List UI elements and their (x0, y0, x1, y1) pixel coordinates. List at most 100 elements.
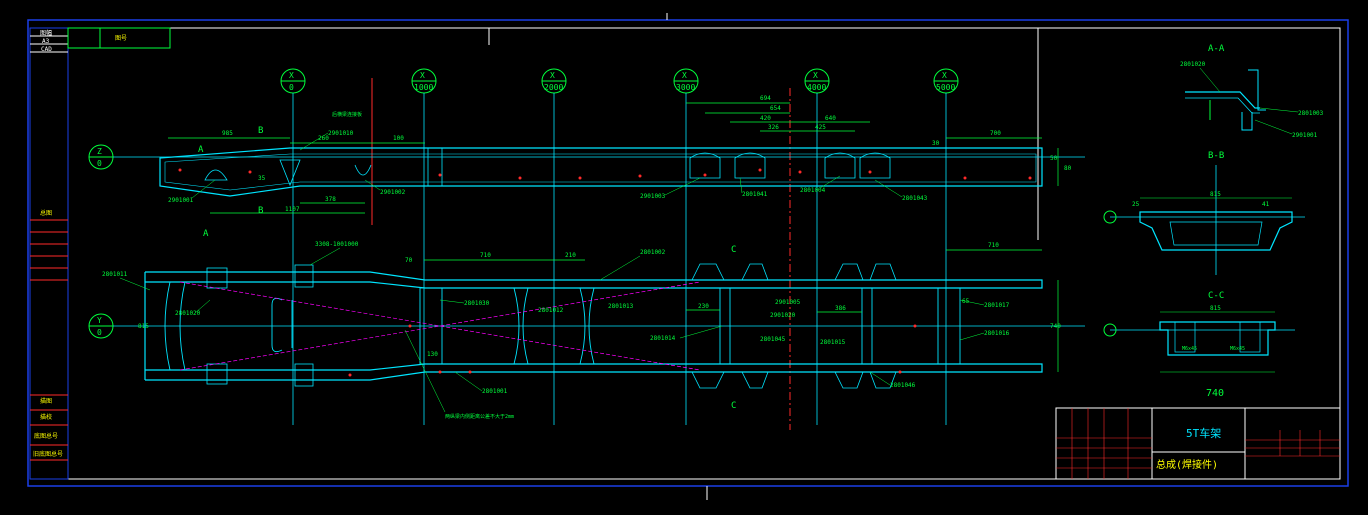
dim-plan-740: 740 (1050, 323, 1061, 330)
station-2-letter: X (550, 71, 555, 80)
dim-plan-130: 130 (427, 351, 438, 358)
z-bubble: Z 0 (88, 144, 114, 170)
station-0-letter: X (289, 71, 294, 80)
dim-plan-65: 65 (962, 298, 970, 305)
side-note: 后横梁连接板 (332, 111, 362, 118)
station-5-letter: X (942, 71, 947, 80)
rear-hanger-right (691, 371, 769, 389)
station-1-letter: X (420, 71, 425, 80)
cut-b-bottom: B (258, 206, 263, 216)
y-letter: Y (97, 316, 102, 325)
station-5-value: 5000 (936, 83, 955, 92)
rear-hanger-left (691, 263, 769, 281)
bb-dim-25: 25 (1132, 201, 1140, 208)
station-0: X 0 (280, 68, 306, 94)
strip-row-0: 图幅 (40, 29, 52, 37)
strip-mid-label: 总图 (40, 209, 52, 217)
part-side-2901002: 2901002 (380, 189, 406, 196)
station-3-value: 3000 (676, 83, 695, 92)
dim-420: 420 (760, 115, 771, 122)
dim-985: 985 (222, 130, 233, 137)
crossmember-4300 (861, 287, 873, 365)
title-product: 5T车架 (1186, 426, 1221, 440)
bb-dim-41: 41 (1262, 201, 1270, 208)
strip-label-0: 描图 (40, 397, 52, 405)
bracket-shackle-left (294, 264, 314, 288)
part-plan-2801030: 2801030 (464, 300, 490, 307)
bracket-shackle-right (294, 363, 314, 387)
station-3000: X 3000 (673, 68, 699, 94)
station-bubbles: X 0 X 1000 X 2000 X 3000 X 4000 (280, 68, 959, 94)
part-side-2801004: 2801004 (800, 187, 826, 194)
dim-640: 640 (825, 115, 836, 122)
rear-spring-bracket-4 (859, 152, 891, 179)
bracket-front-right (206, 363, 228, 385)
strip-row-2: CAD (41, 46, 52, 53)
part-plan-2801020: 2801020 (175, 310, 201, 317)
u-crossmember (271, 297, 293, 353)
station-5000: X 5000 (933, 68, 959, 94)
section-bb-title: B-B (1208, 151, 1224, 161)
dim-plan-210: 210 (565, 252, 576, 259)
station-4-value: 4000 (807, 83, 826, 92)
plan-rail-upper (145, 271, 1043, 289)
station-3-letter: X (682, 71, 687, 80)
cut-c-bottom: C (731, 401, 736, 411)
station-4-letter: X (813, 71, 818, 80)
strip-label-1: 描校 (40, 413, 52, 421)
part-plan-2801001: 2801001 (482, 388, 508, 395)
station-2000: X 2000 (541, 68, 567, 94)
cut-a-bottom: A (203, 229, 209, 239)
station-4000: X 4000 (804, 68, 830, 94)
part-aa-2801020: 2801020 (1180, 61, 1206, 68)
part-plan-2801046: 2801046 (890, 382, 916, 389)
station-1000: X 1000 (411, 68, 437, 94)
station-1-value: 1000 (414, 83, 433, 92)
shackle-bracket (279, 159, 301, 187)
strip-row-1: A3 (42, 38, 50, 45)
dim-plan-815: 815 (138, 323, 149, 330)
z-value: 0 (97, 159, 102, 168)
bb-dim-815: 815 (1210, 191, 1221, 198)
rear-hanger-right-2 (834, 371, 897, 389)
side-rail-outline (159, 147, 1043, 197)
dim-378: 378 (325, 196, 336, 203)
brace-line-2 (179, 281, 701, 371)
cut-b-top: B (258, 126, 263, 136)
inner-border (67, 27, 1341, 480)
crossmember-1600 (513, 287, 529, 365)
cc-dim-m6-right: M6x45 (1230, 346, 1245, 352)
station-0-value: 0 (289, 83, 294, 92)
cut-a-top: A (198, 145, 204, 155)
part-plan-2901005: 2901005 (775, 299, 801, 306)
side-view: 985 260 35 100 378 1107 694 654 420 326 … (113, 95, 1085, 239)
cc-dim-m6-left: M6x45 (1182, 346, 1197, 352)
section-bb: B-B 815 25 41 (1103, 151, 1305, 275)
cc-dim-815: 815 (1210, 305, 1221, 312)
crossmember-3300 (719, 287, 731, 365)
part-plan-3308-1001000: 3308-1001000 (315, 241, 359, 248)
title-drawing-name: 总成(焊接件) (1156, 458, 1218, 471)
part-plan-2901020: 2901020 (770, 312, 796, 319)
plan-note: 两纵梁内侧距离公差不大于2mm (445, 413, 514, 420)
dim-35: 35 (258, 175, 266, 182)
part-side-2901003: 2901003 (640, 193, 666, 200)
dim-plan-70: 70 (405, 257, 413, 264)
station-2-value: 2000 (544, 83, 563, 92)
dim-700: 700 (990, 130, 1001, 137)
dim-1107: 1107 (285, 206, 300, 213)
side-rail-inner (164, 153, 1037, 191)
dim-260: 260 (318, 135, 329, 142)
dim-plan-710: 710 (480, 252, 491, 259)
part-aa-2801003: 2801003 (1298, 110, 1324, 117)
plan-view: 710 210 710 230 386 740 65 70 130 815 C … (102, 241, 1085, 420)
strip-label-2: 底图总号 (34, 432, 58, 440)
part-plan-2801015: 2801015 (820, 339, 846, 346)
section-aa: A-A 2801020 2801003 2901001 (1180, 44, 1324, 139)
bracket-front-left (206, 267, 228, 289)
rear-hanger-left-2 (834, 263, 897, 281)
dim-plan-230: 230 (698, 303, 709, 310)
cut-c-top: C (731, 245, 736, 255)
crossmember-side-1 (427, 147, 443, 187)
